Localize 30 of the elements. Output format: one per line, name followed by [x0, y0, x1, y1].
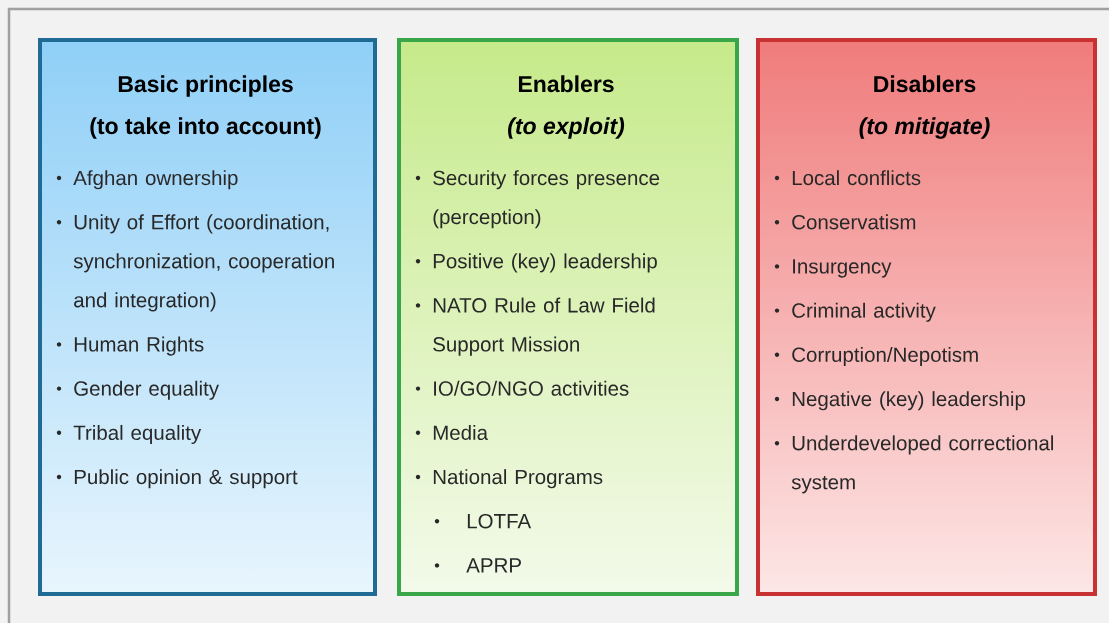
bullet-item: Security forces presence (perception) [415, 170, 660, 229]
panel-subheading: (to take into account) [90, 117, 321, 139]
bullet-item: Afghan ownership [56, 170, 238, 190]
bullet-item: LOTFA [434, 513, 532, 529]
bullet-item: Positive (key) leadership [415, 253, 657, 273]
bullet-item: NATO Rule of Law Field Support Mission [415, 297, 655, 356]
bullet-item: Criminal activity [774, 302, 936, 322]
bullet-item: Local conflicts [774, 170, 921, 186]
bullet-item: Insurgency [774, 259, 892, 278]
panel-subheading: (to exploit) [508, 117, 625, 139]
bullet-item: National Programs [415, 469, 603, 489]
panel [397, 38, 739, 596]
panel-heading: Basic principles [118, 75, 293, 97]
bullet-item: IO/GO/NGO activities [415, 380, 629, 396]
panel [756, 38, 1097, 596]
bullet-item: Conservatism [774, 214, 916, 230]
bullet-item: Gender equality [56, 380, 219, 400]
panel-subheading: (to mitigate) [859, 117, 990, 139]
bullet-item: Media [415, 424, 489, 440]
bullet-item: Public opinion & support [56, 469, 298, 489]
bullet-item: Corruption/Nepotism [774, 346, 978, 367]
panel-heading: Disablers [874, 75, 976, 93]
bullet-item: Underdeveloped correctional system [774, 435, 1053, 494]
bullet-item: Negative (key) leadership [774, 391, 1025, 411]
bullet-item: Tribal equality [56, 424, 202, 445]
bullet-item: Unity of Effort (coordination, synchronization, cooperation and integration) [56, 214, 334, 312]
panel-heading: Enablers [518, 75, 614, 93]
panel [38, 38, 377, 596]
bullet-item: Human Rights [56, 336, 204, 356]
bullet-item: APRP [434, 558, 521, 573]
